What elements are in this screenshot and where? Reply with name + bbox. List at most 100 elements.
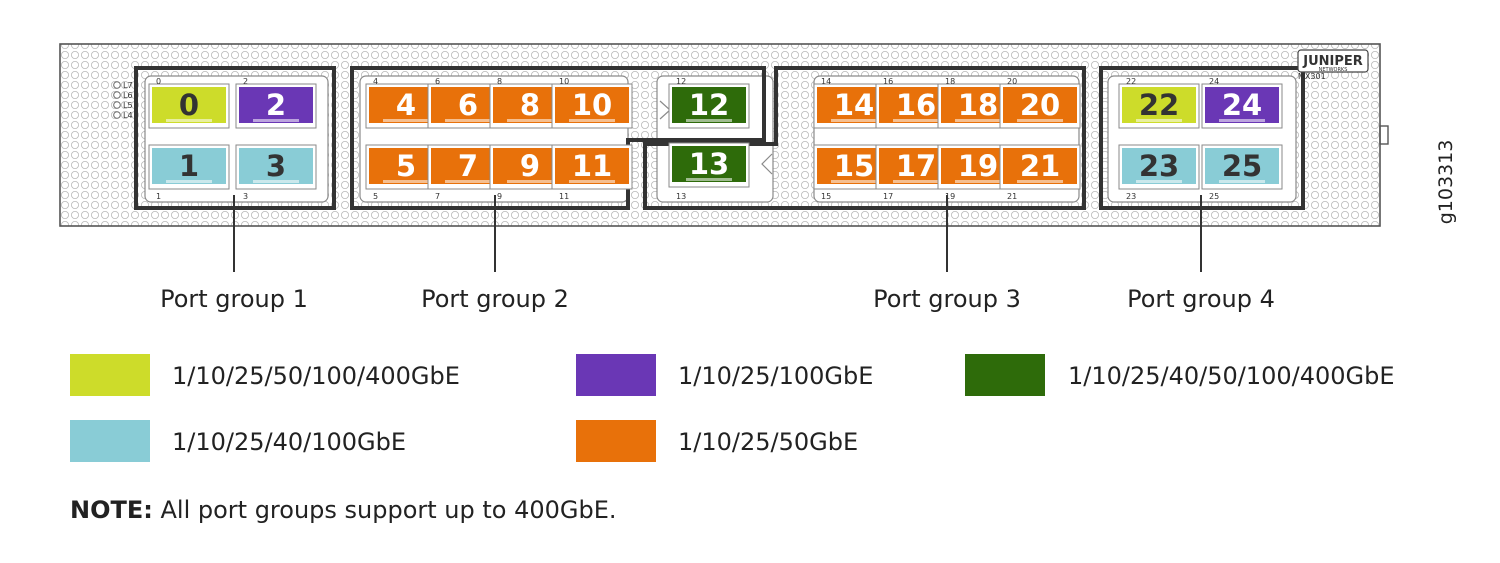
port-silkscreen-label: 13 — [676, 192, 686, 201]
port-number: 1 — [179, 149, 199, 183]
port-silkscreen-label: 4 — [373, 77, 378, 86]
port-silkscreen-label: 14 — [821, 77, 831, 86]
port-fill — [555, 148, 629, 184]
port-number: 21 — [1020, 149, 1060, 183]
legend: 1/10/25/50/100/400GbE 1/10/25/100GbE 1/1… — [70, 354, 1395, 462]
legend-item: 1/10/25/50/100/400GbE — [70, 354, 460, 396]
port-number: 10 — [572, 88, 612, 122]
port-silkscreen-label: 17 — [883, 192, 893, 201]
legend-item: 1/10/25/50GbE — [576, 420, 858, 462]
port-silkscreen-label: 18 — [945, 77, 955, 86]
port-latch — [253, 180, 299, 183]
port-number: 5 — [396, 149, 416, 183]
status-led-l4: L4 — [113, 111, 133, 120]
port-number: 9 — [520, 149, 540, 183]
legend-label: 1/10/25/50/100/400GbE — [172, 362, 460, 390]
port-silkscreen-label: 10 — [559, 77, 569, 86]
status-led-l6: L6 — [113, 91, 133, 100]
port-group-label-4: Port group 4 — [1127, 285, 1275, 313]
port-number: 2 — [266, 88, 286, 122]
port-latch — [1136, 119, 1182, 122]
port-silkscreen-label: 5 — [373, 192, 378, 201]
port-group-label-3: Port group 3 — [873, 285, 1021, 313]
port-latch — [569, 180, 615, 183]
port-latch — [507, 180, 553, 183]
port-2: 22 — [235, 77, 317, 129]
port-silkscreen-label: 3 — [243, 192, 248, 201]
port-latch — [686, 119, 732, 122]
port-fill — [152, 87, 226, 123]
note: NOTE: All port groups support up to 400G… — [70, 496, 617, 524]
port-latch — [569, 119, 615, 122]
port-fill — [1122, 87, 1196, 123]
legend-swatch — [965, 354, 1045, 396]
legend-label: 1/10/25/100GbE — [678, 362, 873, 390]
port-fill — [1003, 87, 1077, 123]
port-latch — [507, 119, 553, 122]
legend-swatch — [70, 354, 150, 396]
status-led-label: L6 — [123, 91, 133, 100]
port-silkscreen-label: 23 — [1126, 192, 1136, 201]
port-number: 17 — [896, 149, 936, 183]
port-number: 23 — [1139, 149, 1179, 183]
port-latch — [893, 180, 939, 183]
status-led-label: L5 — [123, 101, 133, 110]
port-silkscreen-label: 21 — [1007, 192, 1017, 201]
chassis-faceplate — [59, 43, 1389, 227]
port-silkscreen-label: 19 — [945, 192, 955, 201]
port-number: 22 — [1139, 88, 1179, 122]
port-3: 33 — [235, 144, 317, 201]
port-group-label-2: Port group 2 — [421, 285, 569, 313]
legend-label: 1/10/25/50GbE — [678, 428, 858, 456]
port-silkscreen-label: 12 — [676, 77, 686, 86]
port-latch — [1219, 180, 1265, 183]
port-number: 16 — [896, 88, 936, 122]
port-silkscreen-label: 11 — [559, 192, 569, 201]
port-latch — [955, 119, 1001, 122]
legend-label: 1/10/25/40/100GbE — [172, 428, 406, 456]
port-number: 20 — [1020, 88, 1060, 122]
port-latch — [686, 178, 732, 181]
port-fill — [672, 146, 746, 182]
port-fill — [555, 87, 629, 123]
port-fill — [239, 87, 313, 123]
port-number: 11 — [572, 149, 612, 183]
legend-item: 1/10/25/40/50/100/400GbE — [965, 354, 1395, 396]
port-1: 11 — [148, 144, 230, 201]
port-silkscreen-label: 0 — [156, 77, 161, 86]
port-latch — [383, 119, 429, 122]
status-led-label: L7 — [123, 81, 133, 90]
port-number: 12 — [689, 88, 729, 122]
port-0: 00 — [148, 77, 230, 129]
port-fill — [1003, 148, 1077, 184]
port-silkscreen-label: 16 — [883, 77, 893, 86]
status-led-l5: L5 — [113, 101, 133, 110]
port-number: 13 — [689, 147, 729, 181]
legend-item: 1/10/25/100GbE — [576, 354, 873, 396]
port-number: 7 — [458, 149, 478, 183]
port-number: 18 — [958, 88, 998, 122]
port-latch — [955, 180, 1001, 183]
logo-brand: JUNIPER — [1302, 54, 1363, 69]
model-label: MX301 — [1298, 72, 1326, 81]
legend-label: 1/10/25/40/50/100/400GbE — [1068, 362, 1395, 390]
port-number: 8 — [520, 88, 540, 122]
port-silkscreen-label: 8 — [497, 77, 502, 86]
port-latch — [166, 119, 212, 122]
port-13: 13 13 — [668, 142, 750, 201]
juniper-logo: JUNIPER NETWORKS MX301 — [1297, 49, 1369, 81]
port-latch — [445, 119, 491, 122]
status-led-panel: L7 L6 L5 L4 — [113, 81, 133, 120]
port-fill — [1122, 148, 1196, 184]
port-latch — [1136, 180, 1182, 183]
port-latch — [383, 180, 429, 183]
port-latch — [1017, 119, 1063, 122]
port-number: 14 — [834, 88, 874, 122]
